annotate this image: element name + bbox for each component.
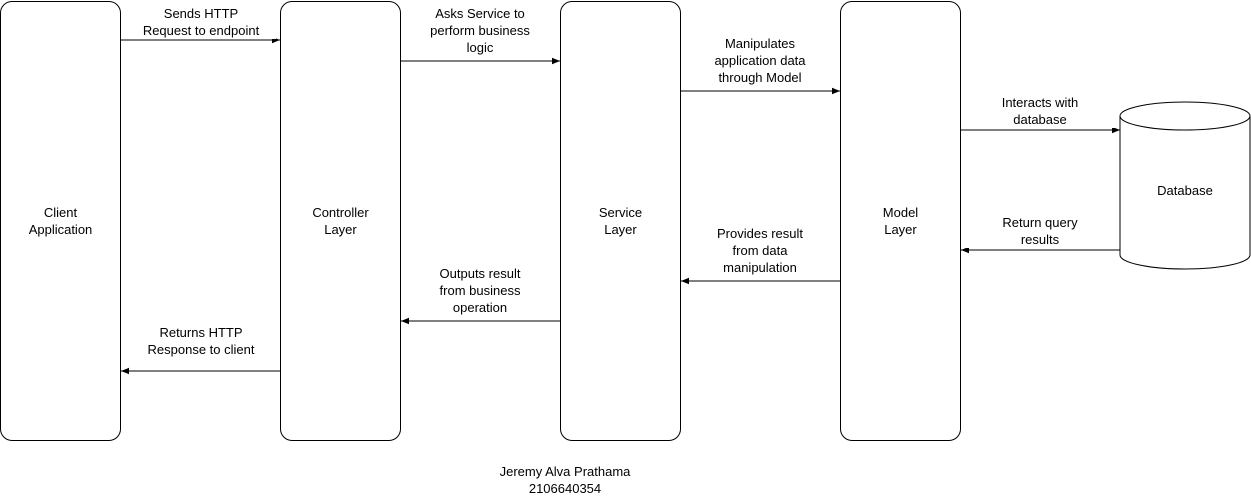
label-asks-service: Asks Service to perform business logic xyxy=(405,5,555,56)
database-node-label: Database xyxy=(1157,183,1213,198)
client-application-node: Client Application xyxy=(0,1,121,441)
label-returns-http-response: Returns HTTP Response to client xyxy=(126,324,276,358)
footer: Jeremy Alva Prathama 2106640354 xyxy=(415,463,715,497)
database-cylinder xyxy=(1119,101,1251,270)
label-provides-result: Provides result from data manipulation xyxy=(685,225,835,276)
label-manipulates-data: Manipulates application data through Mod… xyxy=(685,35,835,86)
label-interacts-with-database: Interacts with database xyxy=(965,94,1115,128)
label-outputs-result: Outputs result from business operation xyxy=(405,265,555,316)
author-name: Jeremy Alva Prathama xyxy=(499,464,631,479)
model-layer-node: Model Layer xyxy=(840,1,961,441)
controller-layer-node: Controller Layer xyxy=(280,1,401,441)
service-layer-node: Service Layer xyxy=(560,1,681,441)
student-id: 2106640354 xyxy=(528,481,602,496)
label-sends-http-request: Sends HTTP Request to endpoint xyxy=(126,5,276,39)
label-return-query-results: Return query results xyxy=(965,214,1115,248)
